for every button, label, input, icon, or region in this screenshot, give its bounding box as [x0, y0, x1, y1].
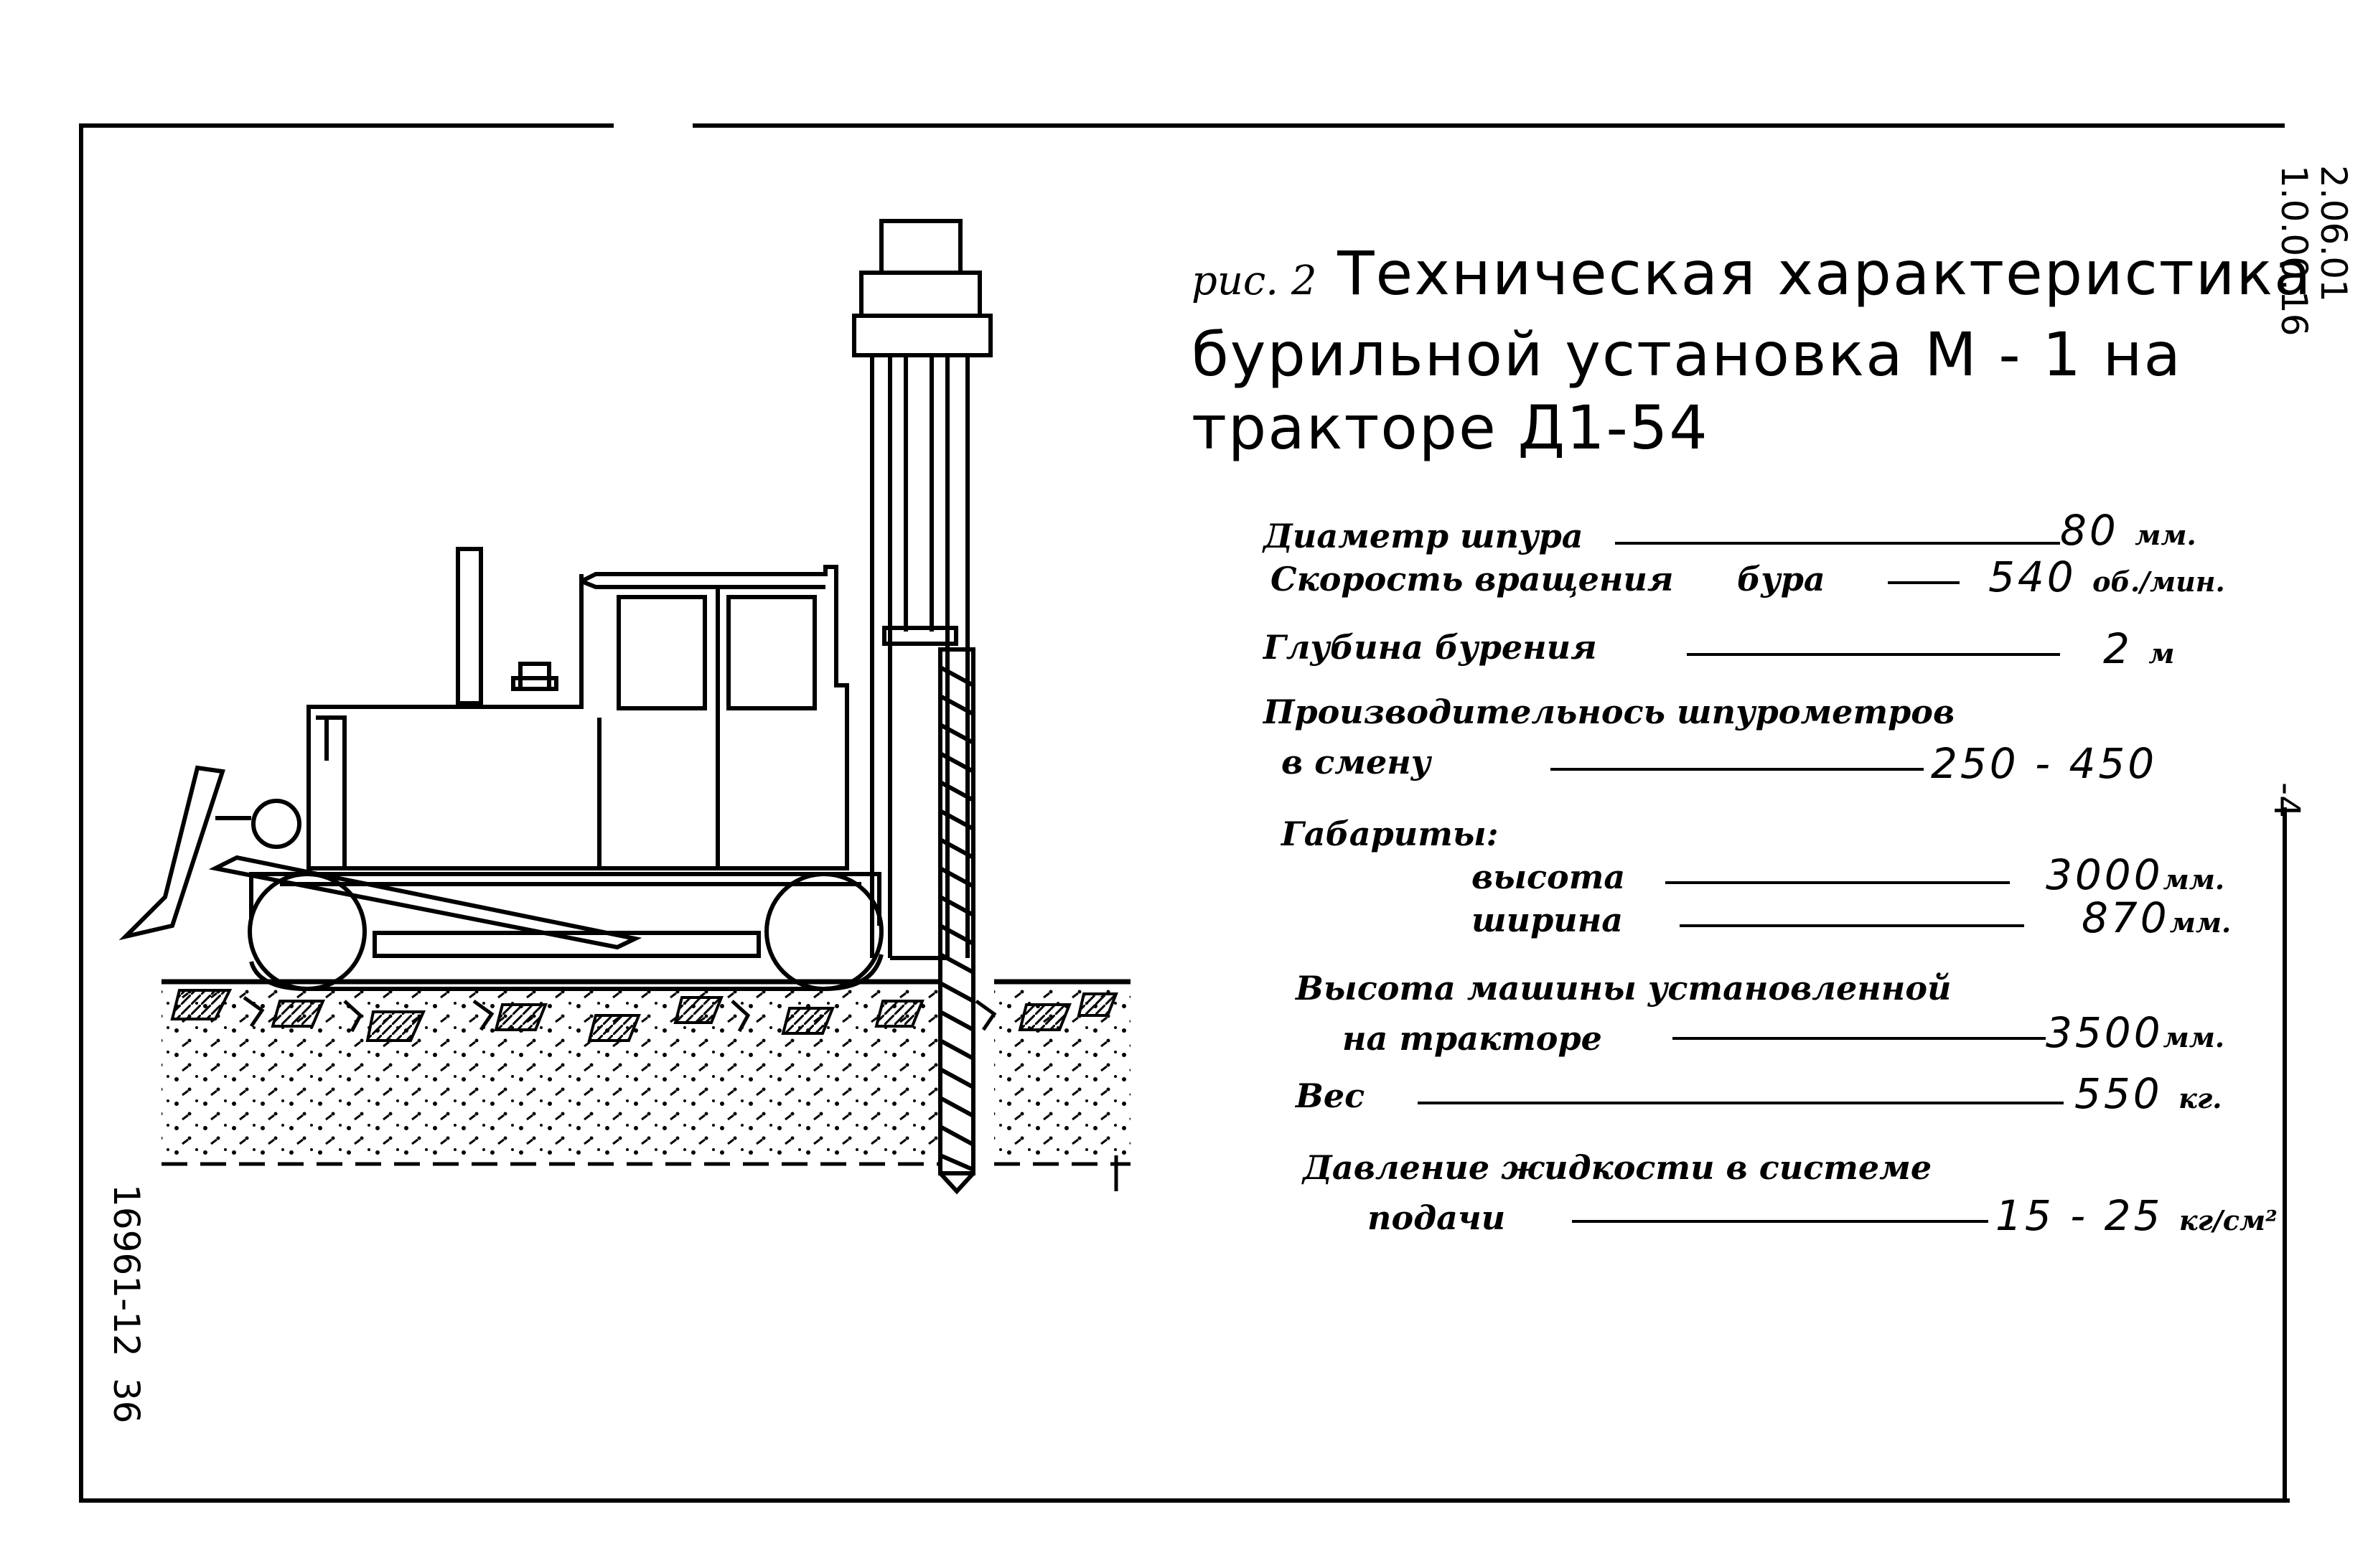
spec-value-pressure: 15 - 25 кг/см² — [1995, 1191, 2278, 1240]
top-right-code-2: 2.06.01 — [2313, 165, 2354, 302]
spec-label-rotation-2: бура — [1737, 560, 1825, 598]
left-sheet-number: 36 — [106, 1378, 147, 1424]
frame-bottom-line — [79, 1498, 2290, 1503]
spec-value-rotation: 540 об./мин. — [1988, 553, 2225, 601]
leader-line — [1550, 768, 1924, 771]
spec-value-width: 870мм. — [2082, 893, 2232, 942]
spec-label-depth: Глубина бурения — [1263, 628, 1597, 667]
page-mark: -4- — [2266, 782, 2308, 831]
frame-top-left-line — [79, 123, 614, 128]
auger — [938, 647, 975, 1195]
spec-label-weight: Вес — [1296, 1076, 1365, 1115]
leader-line — [1615, 542, 2060, 545]
title-line-1: рис. 2 Техническая характеристика — [1192, 237, 2311, 318]
leader-line — [1888, 581, 1960, 584]
tractor-body — [306, 547, 849, 870]
spec-value-diameter: 80 мм. — [2060, 506, 2196, 555]
title-text-1: Техническая характеристика — [1337, 238, 2313, 309]
leader-line — [1665, 881, 2010, 884]
leader-line — [1672, 1037, 2046, 1040]
spec-value-weight: 550 кг. — [2074, 1069, 2222, 1118]
spec-value-depth: 2 м — [2103, 624, 2175, 673]
drill-mast — [852, 219, 993, 960]
title-line-3: тракторе Д1-54 — [1192, 393, 1709, 463]
spec-label-productivity-2: в смену — [1281, 743, 1431, 781]
leader-line — [1680, 924, 2024, 927]
ground-section — [162, 979, 1131, 1191]
left-drawing-code: 16961-12 — [106, 1184, 147, 1357]
spec-label-mounted-height: Высота машины установленной — [1296, 969, 1952, 1008]
dozer-blade — [118, 765, 642, 950]
top-right-code: 1.0.00.16 — [2273, 165, 2315, 337]
spec-value-height: 3000мм. — [2046, 850, 2225, 899]
spec-label-dimensions: Габариты: — [1281, 814, 1499, 853]
spec-label-productivity: Производительнось шпурометров — [1263, 693, 1955, 731]
leader-line — [1418, 1102, 2064, 1104]
spec-value-mounted-height: 3500мм. — [2046, 1008, 2225, 1057]
frame-right-line — [2283, 807, 2287, 1500]
spec-value-productivity: 250 - 450 — [1931, 739, 2158, 788]
spec-label-rotation: Скорость вращения — [1270, 560, 1674, 598]
figure-prefix: рис. 2 — [1192, 258, 1317, 304]
leader-line — [1687, 653, 2060, 656]
tracks — [248, 872, 884, 991]
spec-label-pressure: Давление жидкости в системе — [1303, 1148, 1932, 1187]
spec-label-width: ширина — [1471, 901, 1624, 939]
frame-top-right-line — [693, 123, 2285, 128]
spec-label-height: высота — [1471, 858, 1626, 896]
spec-label-pressure-2: подачи — [1367, 1198, 1506, 1237]
spec-label-mounted-height-2: на тракторе — [1342, 1019, 1602, 1058]
frame-left-line — [79, 123, 83, 1503]
spec-label-diameter: Диаметр шпура — [1263, 517, 1583, 555]
title-line-2: бурильной установка М - 1 на — [1192, 319, 2182, 390]
leader-line — [1572, 1220, 1988, 1223]
figure-title: рис. 2 Техническая характеристика буриль… — [1192, 237, 2311, 464]
